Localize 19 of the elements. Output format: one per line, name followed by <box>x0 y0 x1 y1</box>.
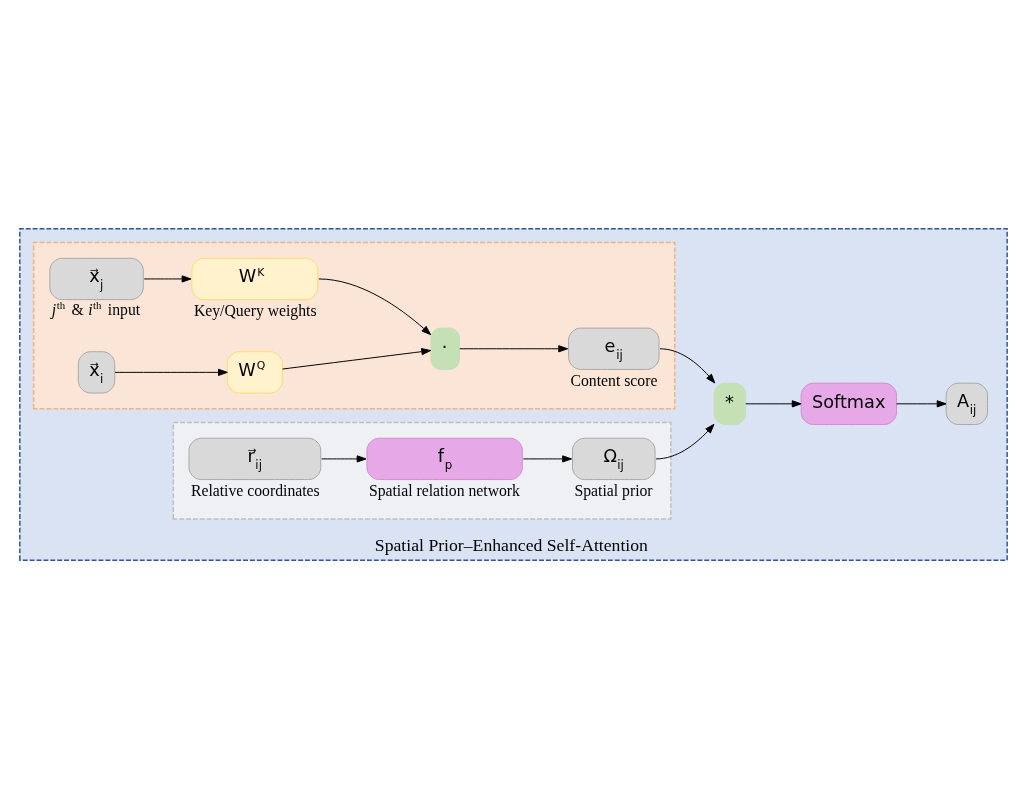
arrow <box>282 348 432 370</box>
arrow <box>459 345 569 353</box>
arrow <box>896 400 947 408</box>
node-label: j$^{th}$ & i$^{th}$ input <box>51 299 141 319</box>
node-label: Spatial prior <box>574 482 653 500</box>
arrow <box>143 275 192 283</box>
node-label: Key/Query weights <box>193 302 317 320</box>
cluster <box>172 421 672 520</box>
arrow <box>745 400 802 408</box>
node-label: Relative coordinates <box>190 482 320 500</box>
arrow <box>655 423 715 460</box>
arrow <box>522 455 572 463</box>
cluster <box>32 241 676 410</box>
node-label: Content score <box>570 371 658 389</box>
node-label: Spatial relation network <box>368 482 520 500</box>
arrow <box>318 278 432 336</box>
arrow <box>659 348 716 384</box>
arrow <box>114 368 228 376</box>
arrow <box>321 455 367 463</box>
